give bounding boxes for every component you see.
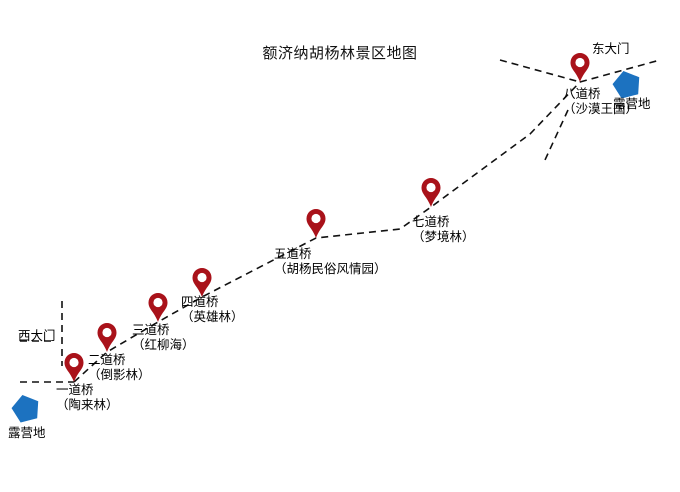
bridge-name: 二道桥 xyxy=(88,352,126,367)
campsite-pentagon-icon[interactable] xyxy=(11,394,39,423)
bridge-alias: （胡杨民俗风情园） xyxy=(274,261,387,276)
map-marker-bridge-5[interactable] xyxy=(306,209,326,238)
bridge-name: 四道桥 xyxy=(181,294,219,309)
map-marker-bridge-8[interactable] xyxy=(570,53,590,82)
bridge-alias: （沙漠王国） xyxy=(563,101,639,116)
bridge-label-bridge-3: 三道桥（红柳海） xyxy=(132,322,195,352)
location-pin-icon xyxy=(148,292,168,322)
bridge-label-bridge-5: 五道桥（胡杨民俗风情园） xyxy=(274,246,387,276)
map-marker-bridge-1[interactable] xyxy=(64,353,84,382)
bridge-label-bridge-4: 四道桥（英雄林） xyxy=(181,294,244,324)
campsite-pentagon-icon[interactable] xyxy=(612,70,640,99)
road-east-branch-left xyxy=(499,59,581,83)
map-marker-bridge-2[interactable] xyxy=(97,323,117,352)
map-marker-bridge-3[interactable] xyxy=(148,292,168,322)
location-pin-icon xyxy=(97,323,117,352)
bridge-name: 五道桥 xyxy=(274,246,312,261)
map-marker-bridge-4[interactable] xyxy=(192,268,212,297)
bridge-name: 七道桥 xyxy=(412,214,450,229)
road-east-branch-right xyxy=(579,59,661,83)
bridge-label-bridge-7: 七道桥（梦境林） xyxy=(412,214,475,244)
campsite-label-campsite-west: 露营地 xyxy=(8,425,46,440)
location-pin-icon xyxy=(421,178,441,207)
bridge-label-bridge-8: 八道桥（沙漠王国） xyxy=(563,86,638,116)
location-pin-icon xyxy=(306,209,326,238)
bridge-name: 一道桥 xyxy=(56,382,94,397)
bridge-label-bridge-1: 一道桥（陶来林） xyxy=(56,382,119,412)
location-pin-hole-icon xyxy=(69,357,79,368)
bridge-alias: （红柳海） xyxy=(132,337,195,352)
bridge-label-bridge-2: 二道桥（倒影林） xyxy=(88,352,151,382)
map-marker-bridge-7[interactable] xyxy=(421,178,441,207)
location-pin-hole-icon xyxy=(311,213,321,224)
location-pin-hole-icon xyxy=(153,297,163,308)
road-east-spur-down xyxy=(544,109,569,161)
location-pin-hole-icon xyxy=(575,57,585,68)
location-pin-icon xyxy=(570,53,590,82)
bridge-name: 三道桥 xyxy=(132,322,170,337)
location-pin-hole-icon xyxy=(426,182,436,193)
location-pin-icon xyxy=(192,268,212,297)
location-pin-hole-icon xyxy=(102,327,112,338)
bridge-alias: （英雄林） xyxy=(181,309,244,324)
bridge-alias: （倒影林） xyxy=(88,367,151,382)
bridge-alias: （梦境林） xyxy=(412,229,475,244)
campsite-label-campsite-east: 露营地 xyxy=(613,96,651,111)
gate-label-west-gate: 西大门 xyxy=(18,328,56,343)
location-pin-icon xyxy=(64,353,84,382)
bridge-alias: （陶来林） xyxy=(56,397,119,412)
campsite-shapes-layer xyxy=(11,70,640,423)
location-pin-hole-icon xyxy=(197,272,207,283)
page-title: 额济纳胡杨林景区地图 xyxy=(262,44,418,62)
bridge-name: 八道桥 xyxy=(563,86,601,101)
gate-label-east-gate: 东大门 xyxy=(592,41,630,56)
marker-pins-layer xyxy=(64,53,590,382)
